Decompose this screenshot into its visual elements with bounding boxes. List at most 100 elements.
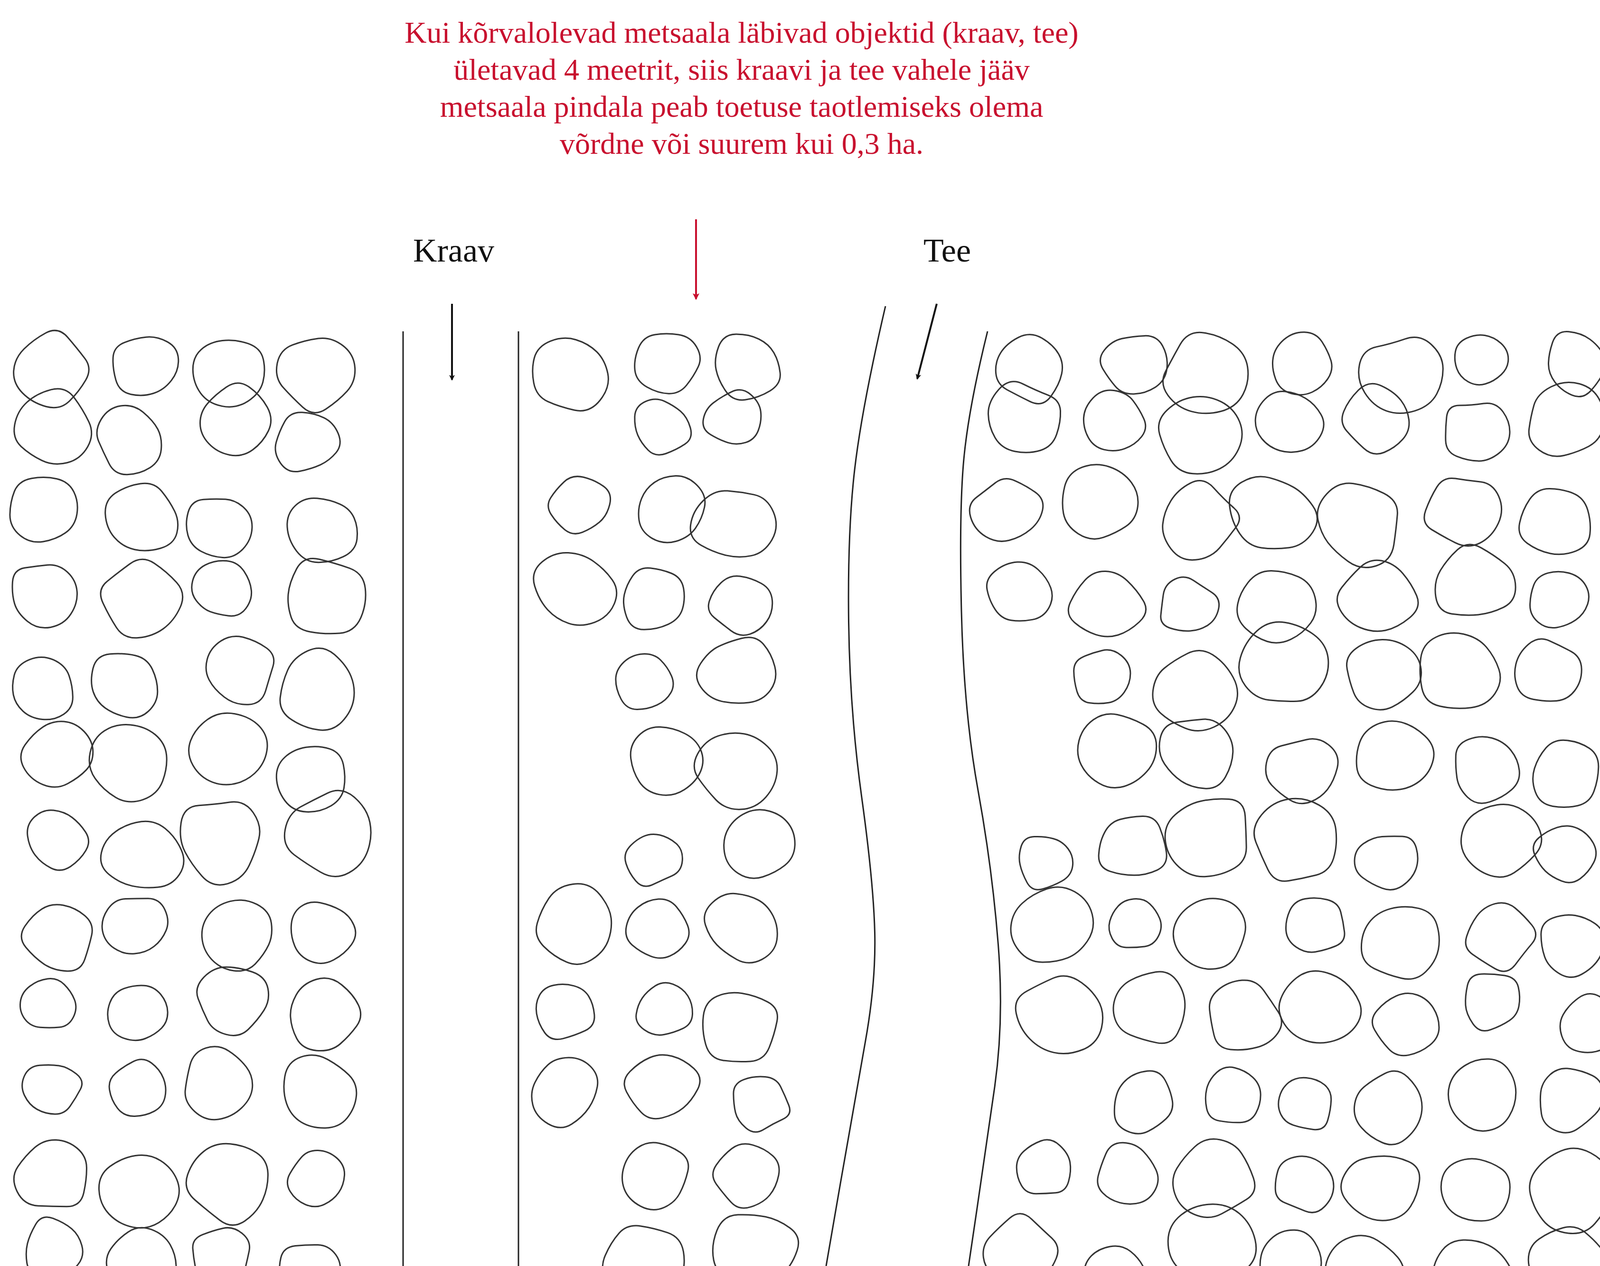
tree-crown [1285, 898, 1345, 953]
tree-crown [1432, 1240, 1513, 1266]
tree-crown [22, 1064, 83, 1115]
tree-crown [1062, 464, 1139, 540]
tree-crown [1162, 332, 1248, 414]
tree-crown [102, 898, 168, 954]
tree-crown [288, 558, 366, 634]
tree-crown [1077, 714, 1157, 789]
tree-crown [186, 1143, 268, 1226]
tree-crown [201, 900, 272, 971]
tree-crown [636, 982, 693, 1036]
tree-crown [536, 984, 595, 1040]
tree-crown [192, 340, 265, 407]
tree-crown [624, 1054, 700, 1119]
tree-crown [733, 1076, 791, 1133]
tree-crown [1317, 483, 1398, 568]
tree-crown [1162, 480, 1240, 561]
tree-crown [1109, 899, 1162, 948]
tree-crowns [9, 330, 1600, 1266]
tree-crown [20, 721, 94, 788]
tree-crown [1533, 826, 1597, 883]
tree-crown [1460, 804, 1542, 878]
tree-crown [1346, 639, 1422, 710]
tree-crown [1560, 993, 1600, 1053]
tree-crown [1528, 1226, 1600, 1266]
tree-crown [1205, 1067, 1261, 1123]
tree-crown [1361, 906, 1440, 979]
tree-crown [1173, 898, 1246, 970]
tree-crown [206, 636, 274, 705]
tree-crown [1010, 887, 1094, 963]
tree-crown [1325, 1235, 1405, 1266]
tree-crown [287, 498, 358, 563]
tree-crown [192, 1227, 250, 1266]
tree-crown [1540, 1068, 1600, 1133]
tree-crown [1533, 740, 1599, 808]
tree-crown [1342, 383, 1410, 454]
tree-crown [1448, 1059, 1516, 1132]
tree-crown [12, 657, 74, 720]
tree-crown [21, 904, 93, 972]
tree-crown [615, 654, 674, 710]
tree-crown [1354, 1071, 1422, 1145]
tree-crown [1279, 970, 1362, 1044]
tree-crown [1097, 1142, 1158, 1205]
tree-crown [1465, 974, 1520, 1032]
tree-crown [1158, 396, 1243, 474]
tree-crown [548, 476, 611, 535]
tree-crown [291, 902, 356, 964]
tree-crown [713, 1144, 780, 1209]
tree-crown [1548, 331, 1600, 397]
tree-crown [290, 978, 361, 1052]
tree-crown [703, 389, 762, 444]
tree-crown [1019, 836, 1073, 890]
tree-crown [1519, 488, 1591, 555]
tree-crown [1238, 621, 1328, 702]
tree-crown [199, 383, 271, 456]
tree-crown [988, 381, 1061, 453]
tree-crown [283, 1055, 357, 1129]
tree-crown [1278, 1077, 1332, 1130]
tree-crown [602, 1225, 685, 1266]
tree-crown [27, 810, 89, 871]
tree-crown [1265, 739, 1338, 804]
tree-crown [19, 978, 76, 1028]
tree-crown [1275, 1156, 1334, 1214]
note-text: Kui kõrvalolevad metsaala läbivad objekt… [404, 14, 1079, 163]
tree-crown [1113, 971, 1186, 1044]
tree-crown [634, 399, 692, 455]
tree-crown [186, 498, 253, 558]
tree-crown [1445, 403, 1510, 462]
tree-crown [275, 412, 340, 472]
tree-crown [1229, 476, 1318, 549]
tree-crown [1260, 1230, 1322, 1266]
tree-crown [1098, 816, 1167, 876]
tree-crown [1424, 478, 1502, 546]
tree-crown [185, 1046, 253, 1120]
tree-crown [690, 490, 777, 557]
tree-crown [91, 653, 158, 718]
tree-crown [109, 1059, 166, 1117]
tree-crown [180, 801, 260, 885]
object-label: Tee [923, 231, 971, 270]
tree-crown [532, 338, 609, 411]
tree-crown [1068, 571, 1146, 637]
tree-crown [704, 893, 778, 963]
leader-arrow [917, 303, 937, 379]
road-edge [826, 306, 886, 1266]
tree-crown [107, 985, 168, 1041]
tree-crown [197, 967, 269, 1036]
tree-crown [1167, 1204, 1257, 1266]
leader-arrow [695, 219, 697, 300]
tree-crown [715, 334, 781, 401]
tree-crown [696, 637, 776, 704]
tree-crown [622, 1142, 689, 1210]
tree-crown [1354, 836, 1418, 891]
tree-crown [1083, 390, 1146, 451]
ditch-edge [402, 331, 405, 1266]
tree-crown [1465, 903, 1536, 972]
tree-crown [1083, 1246, 1146, 1266]
tree-crown [1336, 560, 1419, 632]
tree-crown [1165, 799, 1247, 877]
tree-crown [623, 567, 685, 630]
